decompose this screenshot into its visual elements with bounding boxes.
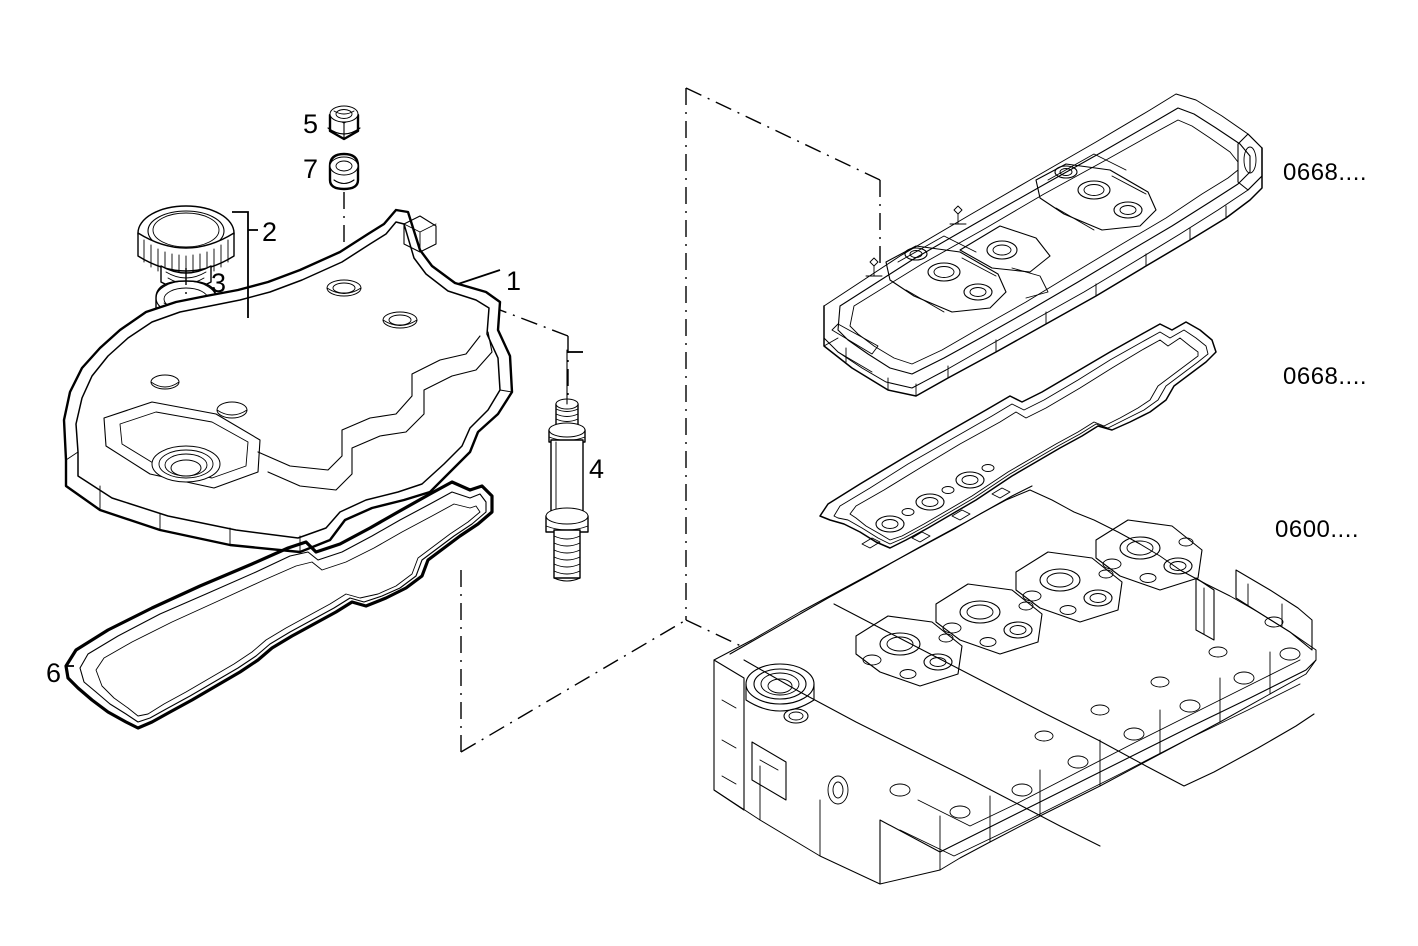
pushrod-hole-row [861,464,1011,549]
callout-label-5: 5 [303,109,319,139]
cover-bolt-holes [150,279,418,419]
callout-label-6: 6 [46,658,62,688]
rocker-housing-gasket [819,321,1217,549]
cylinder-head-assembly [713,464,1317,885]
flanged-washer-bushing [328,152,360,191]
cylinder-head-cover-gasket [64,480,494,730]
bearing-boss-cluster-rear [1035,153,1157,231]
callout-leaders [66,211,583,667]
callout-label-4: 4 [589,454,605,484]
threaded-stud-bolt [545,349,589,582]
group-label-cylinder-head-assembly: 0600.... [1275,516,1360,543]
head-bolt-hole-row [889,616,1301,819]
group-label-rocker-bearing-housing: 0668.... [1283,159,1368,186]
callout-label-2: 2 [262,217,278,247]
cap-knurl-ribs [143,239,229,279]
callout-label-1: 1 [506,266,522,296]
cylinder-bosses [855,519,1203,687]
rocker-bearing-housing [823,93,1263,397]
callout-label-3: 3 [211,268,227,298]
lower-thread-ridges [553,535,581,575]
hex-flange-lock-nut [327,105,361,141]
group-label-rocker-housing-gasket: 0668.... [1283,363,1368,390]
callout-label-7: 7 [303,154,319,184]
cylinder-head-cover [62,208,514,554]
coolant-outlet-boss [745,663,815,724]
